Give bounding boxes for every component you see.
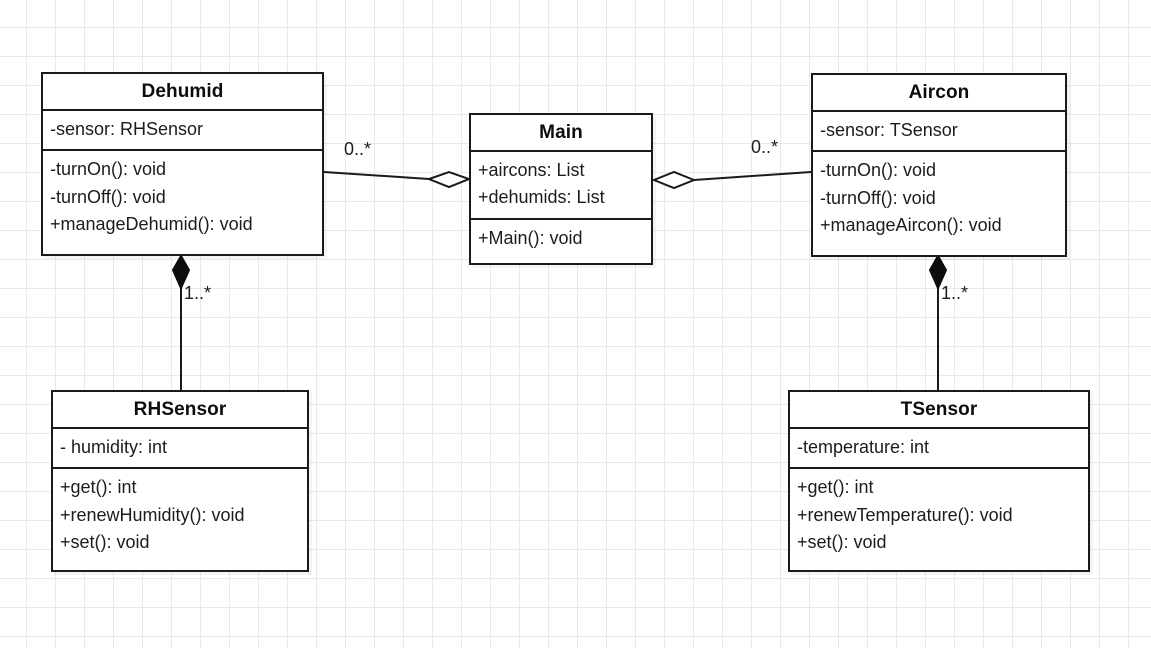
- class-attributes-dehumid: -sensor: RHSensor: [43, 109, 322, 149]
- attribute-row: +dehumids: List: [478, 187, 605, 208]
- attribute-row: +aircons: List: [478, 160, 585, 180]
- operation-row: +Main(): void: [478, 227, 583, 248]
- class-box-main[interactable]: Main +aircons: List +dehumids: List +Mai…: [469, 113, 653, 265]
- operation-row: -turnOff(): void: [50, 186, 166, 207]
- operation-row: +renewHumidity(): void: [60, 504, 245, 525]
- multiplicity-dehumid-rhsensor: 1..*: [184, 283, 212, 303]
- class-name-dehumid: Dehumid: [141, 81, 224, 102]
- class-name-tsensor: TSensor: [900, 399, 978, 420]
- operation-row: +renewTemperature(): void: [797, 504, 1013, 525]
- class-name-main: Main: [539, 122, 583, 143]
- operation-row: +get(): int: [797, 477, 874, 498]
- class-attributes-rhsensor: - humidity: int: [53, 427, 307, 467]
- operation-row: +manageAircon(): void: [820, 215, 1002, 236]
- class-box-aircon[interactable]: Aircon -sensor: TSensor -turnOn(): void …: [811, 73, 1067, 257]
- class-attributes-main: +aircons: List +dehumids: List: [471, 150, 651, 218]
- edge-dehumid-main[interactable]: [323, 170, 472, 189]
- multiplicity-aircon-main: 0..*: [751, 137, 779, 157]
- aggregation-diamond-main-left: [426, 170, 472, 189]
- operation-row: -turnOff(): void: [820, 187, 936, 208]
- class-operations-main: +Main(): void: [471, 217, 651, 258]
- class-operations-tsensor: +get(): int +renewTemperature(): void +s…: [790, 467, 1088, 562]
- class-operations-rhsensor: +get(): int +renewHumidity(): void +set(…: [53, 467, 307, 562]
- edge-aircon-main[interactable]: [651, 170, 812, 190]
- operation-row: -turnOn(): void: [820, 160, 937, 181]
- operation-row: +set(): void: [797, 532, 887, 553]
- operation-row: +manageDehumid(): void: [50, 214, 253, 235]
- class-attributes-aircon: -sensor: TSensor: [813, 110, 1065, 150]
- attribute-row: -sensor: TSensor: [820, 120, 958, 140]
- class-box-dehumid[interactable]: Dehumid -sensor: RHSensor -turnOn(): voi…: [41, 72, 324, 256]
- class-operations-dehumid: -turnOn(): void -turnOff(): void +manage…: [43, 149, 322, 244]
- edge-aircon-tsensor[interactable]: [928, 253, 948, 392]
- operation-row: +get(): int: [60, 477, 137, 498]
- class-box-rhsensor[interactable]: RHSensor - humidity: int +get(): int +re…: [51, 390, 309, 572]
- operation-row: -turnOn(): void: [50, 159, 167, 180]
- class-attributes-tsensor: -temperature: int: [790, 427, 1088, 467]
- multiplicity-aircon-tsensor: 1..*: [941, 283, 969, 303]
- operation-row: +set(): void: [60, 532, 150, 553]
- edge-dehumid-rhsensor[interactable]: [171, 253, 191, 392]
- attribute-row: -sensor: RHSensor: [50, 119, 204, 139]
- class-box-tsensor[interactable]: TSensor -temperature: int +get(): int +r…: [788, 390, 1090, 572]
- multiplicity-dehumid-main: 0..*: [344, 139, 372, 159]
- class-operations-aircon: -turnOn(): void -turnOff(): void +manage…: [813, 150, 1065, 245]
- aggregation-diamond-main-right: [651, 170, 697, 190]
- attribute-row: -temperature: int: [797, 437, 930, 457]
- class-name-aircon: Aircon: [908, 82, 970, 103]
- class-name-rhsensor: RHSensor: [133, 399, 227, 420]
- attribute-row: - humidity: int: [60, 437, 168, 457]
